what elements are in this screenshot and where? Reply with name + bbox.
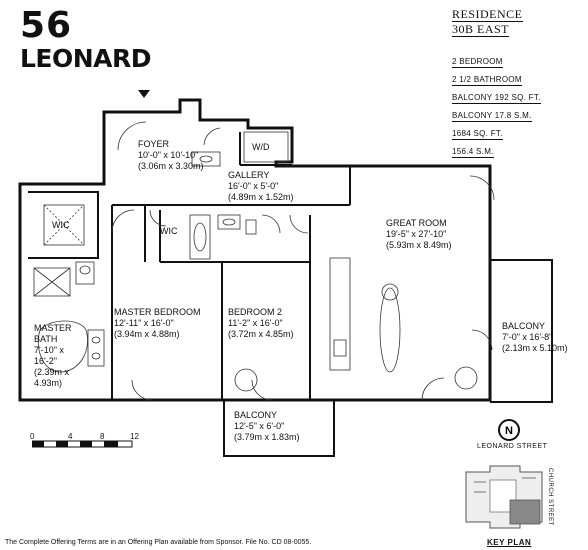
master-bedroom-dims: 12'-11" x 16'-0": [114, 318, 174, 328]
master-bath-line5: (2.39m x: [34, 367, 70, 377]
master-bath-line2: BATH: [34, 334, 57, 344]
north-letter: N: [505, 425, 513, 437]
master-bath-line6: 4.93m): [34, 378, 62, 388]
spec-total-sqft: 1684 SQ. FT.: [452, 129, 503, 140]
balconies: [223, 259, 553, 457]
great-room-dims: 19'-5" x 27'-10": [386, 229, 446, 239]
spec-balcony-sqft: BALCONY 192 SQ. FT.: [452, 93, 541, 104]
door-swings: [111, 121, 495, 401]
balcony-east-dims: 7'-0" x 16'-8": [502, 332, 552, 342]
gallery-dims: 16'-0" x 5'-0": [228, 181, 278, 191]
residence-title: RESIDENCE 30B EAST: [452, 7, 523, 37]
great-room-name: GREAT ROOM: [386, 218, 447, 228]
spec-total-sm: 156.4 S.M.: [452, 147, 494, 158]
bedroom2-metric: (3.72m x 4.85m): [228, 329, 294, 339]
scale-label-12: 12: [130, 432, 139, 441]
wd-label: W/D: [252, 142, 270, 152]
brand-word: LEONARD: [20, 44, 152, 73]
spec-balcony-sm: BALCONY 17.8 S.M.: [452, 111, 532, 122]
gallery-name: GALLERY: [228, 170, 269, 180]
residence-line2: 30B EAST: [452, 22, 510, 37]
street-label: LEONARD STREET: [477, 443, 548, 450]
key-plan-unit-highlight: [509, 499, 541, 525]
balcony-south-name: BALCONY: [234, 410, 277, 420]
spec-bedrooms: 2 BEDROOM: [452, 57, 503, 68]
master-bath-line3: 7'-10" x: [34, 345, 64, 355]
master-bath-line4: 16'-2": [34, 356, 57, 366]
footer-disclaimer: The Complete Offering Terms are in an Of…: [5, 539, 312, 546]
entry-arrow-icon: [138, 90, 150, 98]
master-bedroom-metric: (3.94m x 4.88m): [114, 329, 180, 339]
scale-label-0: 0: [30, 432, 35, 441]
north-arrow-icon: N: [498, 419, 520, 441]
wic-label-2: WIC: [160, 226, 178, 236]
brand-number: 56: [20, 5, 73, 46]
fixtures: [33, 131, 478, 392]
balcony-south-dims: 12'-5" x 6'-0": [234, 421, 284, 431]
foyer-dims: 10'-0" x 10'-10": [138, 150, 198, 160]
bedroom2-dims: 11'-2" x 16'-0": [228, 318, 283, 328]
church-street-label: CHURCH STREET: [547, 468, 553, 526]
foyer-name: FOYER: [138, 139, 170, 149]
room-labels: FOYER 10'-0" x 10'-10" (3.06m x 3.30m) G…: [34, 139, 568, 442]
balcony-south-metric: (3.79m x 1.83m): [234, 432, 300, 442]
specs-list: 2 BEDROOM 2 1/2 BATHROOM BALCONY 192 SQ.…: [452, 57, 541, 165]
scale-label-8: 8: [100, 432, 105, 441]
scale-label-4: 4: [68, 432, 73, 441]
residence-line1: RESIDENCE: [452, 7, 523, 22]
balcony-east-metric: (2.13m x 5.10m): [502, 343, 568, 353]
balcony-east-name: BALCONY: [502, 321, 545, 331]
gallery-metric: (4.89m x 1.52m): [228, 192, 294, 202]
master-bedroom-name: MASTER BEDROOM: [114, 307, 201, 317]
scale-bar: [32, 440, 133, 448]
interior-walls: [111, 132, 351, 400]
key-plan: [465, 465, 543, 529]
master-bath-line1: MASTER: [34, 323, 72, 333]
wic-label-1: WIC: [52, 220, 70, 230]
great-room-metric: (5.93m x 8.49m): [386, 240, 452, 250]
brand-logo: 56 LEONARD: [20, 5, 152, 73]
key-plan-title: KEY PLAN: [487, 538, 532, 547]
foyer-metric: (3.06m x 3.30m): [138, 161, 204, 171]
floor-plan: FOYER 10'-0" x 10'-10" (3.06m x 3.30m) G…: [18, 90, 568, 457]
bedroom2-name: BEDROOM 2: [228, 307, 282, 317]
spec-bathrooms: 2 1/2 BATHROOM: [452, 75, 522, 86]
